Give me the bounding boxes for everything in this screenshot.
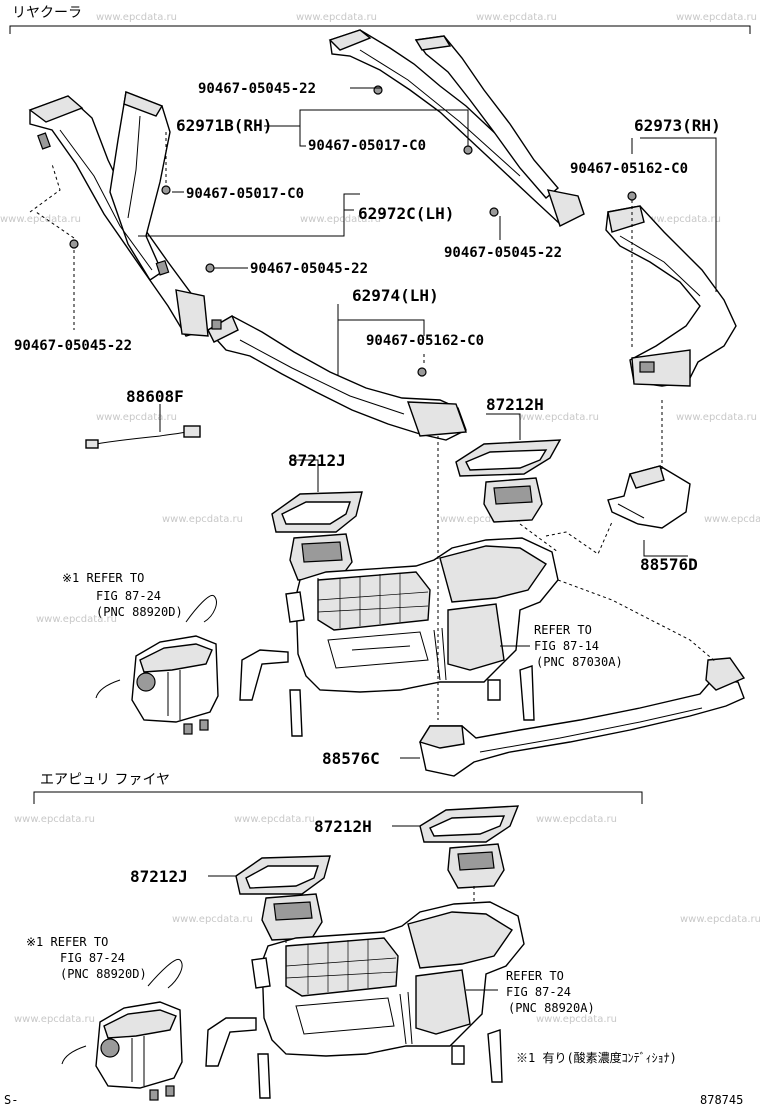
corner-code-left: S- <box>4 1093 18 1107</box>
watermark: www.epcdata.ru <box>14 814 95 825</box>
watermark: www.epcdata.ru <box>172 914 253 925</box>
reference-note: ※1 REFER TO <box>62 571 144 585</box>
part-number: 90467-05045-22 <box>198 81 316 97</box>
part-number: 62974(LH) <box>352 286 439 305</box>
watermark: www.epcdata.ru <box>96 12 177 23</box>
assembly-dashes-bottom <box>285 886 475 956</box>
fasteners <box>69 85 637 377</box>
watermark: www.epcdata.ru <box>300 214 381 225</box>
watermark: www.epcdata.ru <box>704 514 760 525</box>
vent-87212j-bottom <box>208 855 331 941</box>
watermark: www.epcdata.ru <box>536 1014 617 1025</box>
watermark: www.epcdata.ru <box>680 914 760 925</box>
oxygen-conditioner-top <box>95 594 219 735</box>
part-number: 88576C <box>322 749 380 768</box>
screw-icon <box>489 207 499 217</box>
watermark: www.epcdata.ru <box>14 1014 95 1025</box>
part-number: 88608F <box>126 387 184 406</box>
reference-note: FIG 87-24 <box>506 985 571 999</box>
part-number: 90467-05017-C0 <box>186 186 304 202</box>
section-bracket-air-purifier <box>33 791 643 804</box>
watermark: www.epcdata.ru <box>640 214 721 225</box>
oxygen-conditioner-bottom <box>61 958 183 1101</box>
screw-icon <box>205 263 215 273</box>
footnote: ※1 有り(酸素濃度ｺﾝﾃﾞｨｼｮﾅ) <box>516 1050 677 1065</box>
clip-icon <box>161 185 171 195</box>
vent-87212h-top <box>455 413 562 523</box>
duct-62971b-62972c <box>28 91 209 337</box>
clip-icon <box>627 191 637 201</box>
part-number: 62971B(RH) <box>176 116 272 135</box>
reference-note: (PNC 87030A) <box>536 655 623 669</box>
watermark: www.epcdata.ru <box>676 412 757 423</box>
section-title-rear-cooler: リヤクーラ <box>12 5 82 21</box>
watermark: www.epcdata.ru <box>476 12 557 23</box>
reference-note: REFER TO <box>534 623 592 637</box>
reference-note: REFER TO <box>506 969 564 983</box>
watermark: www.epcdata.ru <box>0 214 81 225</box>
screw-icon <box>373 85 383 95</box>
vent-87212j-top <box>271 459 363 581</box>
duct-88576d <box>607 465 691 529</box>
reference-note: (PNC 88920D) <box>96 605 183 619</box>
vent-87212h-bottom <box>392 805 520 889</box>
watermark: www.epcdata.ru <box>234 814 315 825</box>
section-title-air-purifier: エアピュリ ファイヤ <box>40 772 170 788</box>
cooling-unit-top <box>239 537 559 737</box>
purifier-unit-bottom <box>205 901 525 1099</box>
reference-note: FIG 87-14 <box>534 639 599 653</box>
labels-top: 90467-05045-22 62971B(RH) 90467-05017-C0… <box>14 81 721 768</box>
watermark: www.epcdata.ru <box>36 614 117 625</box>
watermark: www.epcdata.ru <box>518 412 599 423</box>
screw-icon <box>69 239 79 249</box>
labels-bottom: 87212H 87212J ※1 REFER TO FIG 87-24 (PNC… <box>4 817 743 1107</box>
part-number: 87212H <box>314 817 372 836</box>
leader-lines-top <box>29 87 717 376</box>
part-number: 90467-05017-C0 <box>308 138 426 154</box>
part-number: 90467-05045-22 <box>250 261 368 277</box>
reference-note: FIG 87-24 <box>60 951 125 965</box>
reference-note: (PNC 88920D) <box>60 967 147 981</box>
part-number: 62973(RH) <box>634 116 721 135</box>
duct-62974-lh <box>206 314 467 441</box>
connector-88608f <box>85 404 201 449</box>
clip-icon <box>417 367 427 377</box>
section-bracket-rear-cooler <box>9 25 751 34</box>
watermarks: www.epcdata.ru www.epcdata.ru www.epcdat… <box>0 12 760 1025</box>
duct-88576c <box>418 657 746 777</box>
clip-icon <box>463 145 473 155</box>
watermark: www.epcdata.ru <box>296 12 377 23</box>
reference-note: FIG 87-24 <box>96 589 161 603</box>
reference-note: (PNC 88920A) <box>508 1001 595 1015</box>
part-number: 90467-05162-C0 <box>366 333 484 349</box>
part-number: 90467-05162-C0 <box>570 161 688 177</box>
watermark: www.epcdata.ru <box>440 514 521 525</box>
duct-62973-rh <box>328 29 585 227</box>
watermark: www.epcdata.ru <box>162 514 243 525</box>
reference-note: ※1 REFER TO <box>26 935 108 949</box>
part-number: 90467-05045-22 <box>444 245 562 261</box>
watermark: www.epcdata.ru <box>676 12 757 23</box>
part-number: 62972C(LH) <box>358 204 454 223</box>
illustration-number: 878745 <box>700 1093 743 1107</box>
part-number: 88576D <box>640 555 698 574</box>
watermark: www.epcdata.ru <box>96 412 177 423</box>
assembly-dashes-top <box>317 400 717 759</box>
part-number: 87212H <box>486 395 544 414</box>
part-number: 87212J <box>288 451 346 470</box>
part-number: 90467-05045-22 <box>14 338 132 354</box>
watermark: www.epcdata.ru <box>536 814 617 825</box>
duct-outlet-rh <box>605 205 737 387</box>
part-number: 87212J <box>130 867 188 886</box>
